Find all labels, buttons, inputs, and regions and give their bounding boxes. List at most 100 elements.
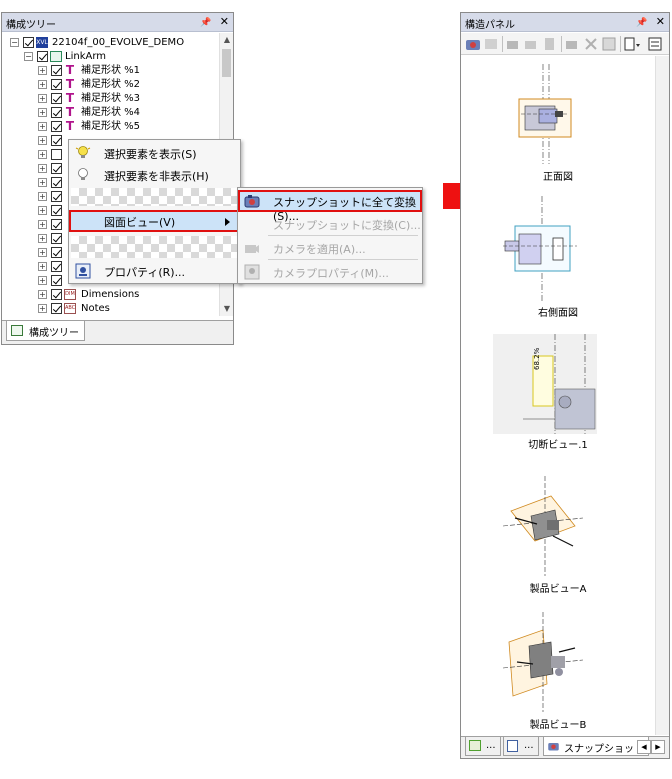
tab-structure[interactable]: ... [465,737,501,756]
expand-icon[interactable]: + [38,66,47,75]
tab-scroll-right-icon[interactable]: ▶ [651,740,665,754]
scroll-thumb[interactable] [222,49,231,77]
menu-item-properties[interactable]: プロパティ(R)... [69,260,240,282]
dimensions-checkbox[interactable] [51,289,62,300]
structure-scrollbar[interactable] [655,56,669,735]
feature-checkbox[interactable] [51,107,62,118]
snapshot-caption: 製品ビューA [529,584,587,595]
menu-item-apply-camera: カメラを適用(A)... [238,237,422,259]
expand-icon[interactable]: + [38,150,47,159]
tab-scroll-left-icon[interactable]: ◀ [637,740,651,754]
menu-item-camera-properties: カメラプロパティ(M)... [238,261,422,283]
delete-icon[interactable] [583,36,599,52]
snapshot-caption: 右側面図 [538,308,578,319]
list-view-icon[interactable] [647,36,663,52]
snapshot-caption: 正面図 [543,172,573,183]
scroll-down-icon[interactable]: ▼ [223,304,231,313]
camera-edit-icon[interactable] [524,36,540,52]
structure-tree-icon [11,325,23,336]
expand-icon[interactable]: + [38,122,47,131]
expand-icon[interactable]: + [38,192,47,201]
expand-icon[interactable]: + [38,248,47,257]
feature-checkbox[interactable] [51,79,62,90]
submenu-arrow-icon [225,218,230,226]
menu-item-convert-snapshot: スナップショットに変換(C)... [238,213,422,235]
expand-icon[interactable]: + [38,206,47,215]
notes-checkbox[interactable] [51,303,62,314]
feature-checkbox[interactable] [51,135,62,146]
menu-item-label: カメラプロパティ(M)... [273,267,389,280]
expand-icon[interactable]: + [38,262,47,271]
menu-item-label: スナップショットに全て変換(S)... [273,196,416,223]
snapshot-thumbnail [503,476,583,576]
expand-icon[interactable]: + [38,80,47,89]
tree-body: − XVL 22104f_00_EVOLVE_DEMO − LinkArm + … [2,33,219,316]
expand-icon[interactable]: + [38,220,47,229]
paint-icon[interactable] [542,36,558,52]
camera-icon[interactable] [506,36,522,52]
snapshot-thumbnail [493,334,597,434]
snapshot-icon[interactable] [465,36,481,52]
dimensions-label: Dimensions [81,289,140,300]
feature-checkbox[interactable] [51,65,62,76]
feature-checkbox[interactable] [51,261,62,272]
add-snapshot-icon[interactable] [483,36,499,52]
collapse-icon[interactable]: − [24,52,33,61]
expand-icon[interactable]: + [38,304,47,313]
close-icon[interactable]: ✕ [655,15,665,28]
snapshot-icon [548,743,559,751]
feature-checkbox[interactable] [51,191,62,202]
expand-icon[interactable]: + [38,234,47,243]
feature-checkbox[interactable] [51,177,62,188]
expand-icon[interactable]: + [38,178,47,187]
root-checkbox[interactable] [23,37,34,48]
properties-icon[interactable] [601,36,617,52]
feature-checkbox[interactable] [51,121,62,132]
pin-icon[interactable]: 📌 [636,18,648,28]
expand-icon[interactable]: + [38,290,47,299]
tab-structure-tree[interactable]: 構成ツリー [6,321,85,341]
menu-separator [268,259,418,260]
feature-checkbox[interactable] [51,247,62,258]
expand-icon[interactable]: + [38,164,47,173]
assembly-checkbox[interactable] [37,51,48,62]
lightbulb-on-icon [75,146,91,158]
menu-item-hide-selected[interactable]: 選択要素を非表示(H) [69,164,240,186]
close-icon[interactable]: ✕ [219,15,229,28]
camera-properties-icon [244,264,260,280]
tree-panel-titlebar: 構成ツリー 📌 ✕ [2,13,233,32]
expand-icon[interactable]: + [38,136,47,145]
snapshot-item[interactable]: 製品ビューA [461,476,655,596]
snapshot-item[interactable]: 68.2% 切断ビュー.1 [461,334,655,454]
expand-icon[interactable]: + [38,276,47,285]
menu-item-convert-all-snapshots[interactable]: スナップショットに全て変換(S)... [238,190,422,223]
tab-label: 構成ツリー [29,328,79,339]
feature-checkbox[interactable] [51,149,62,160]
snapshot-item[interactable]: 製品ビューB [461,612,655,732]
pin-icon[interactable]: 📌 [200,18,212,28]
feature-checkbox[interactable] [51,163,62,174]
feature-checkbox[interactable] [51,205,62,216]
snapshot-item[interactable]: 正面図 [461,64,655,184]
tab-label: ... [486,740,496,751]
menu-disabled-area [71,236,238,258]
menu-item-show-selected[interactable]: 選択要素を表示(S) [69,142,240,164]
expand-icon[interactable]: + [38,108,47,117]
delete-snapshot-icon[interactable] [565,36,581,52]
tab-snapshots[interactable]: スナップショット [543,737,649,756]
feature-checkbox[interactable] [51,233,62,244]
feature-checkbox[interactable] [51,93,62,104]
snapshot-icon [244,195,260,208]
menu-item-drawing-view[interactable]: 図面ビュー(V) [69,210,240,232]
layout-dropdown-icon[interactable] [624,36,640,52]
snapshot-thumbnail [518,64,572,164]
feature-checkbox[interactable] [51,219,62,230]
collapse-icon[interactable]: − [10,38,19,47]
feature-checkbox[interactable] [51,275,62,286]
scroll-up-icon[interactable]: ▲ [223,35,231,44]
structure-tab-icon [469,740,481,751]
expand-icon[interactable]: + [38,94,47,103]
snapshot-item[interactable]: 右側面図 [461,196,655,321]
feature-shape-icon: T [65,91,75,105]
tab-documents[interactable]: ... [503,737,539,756]
